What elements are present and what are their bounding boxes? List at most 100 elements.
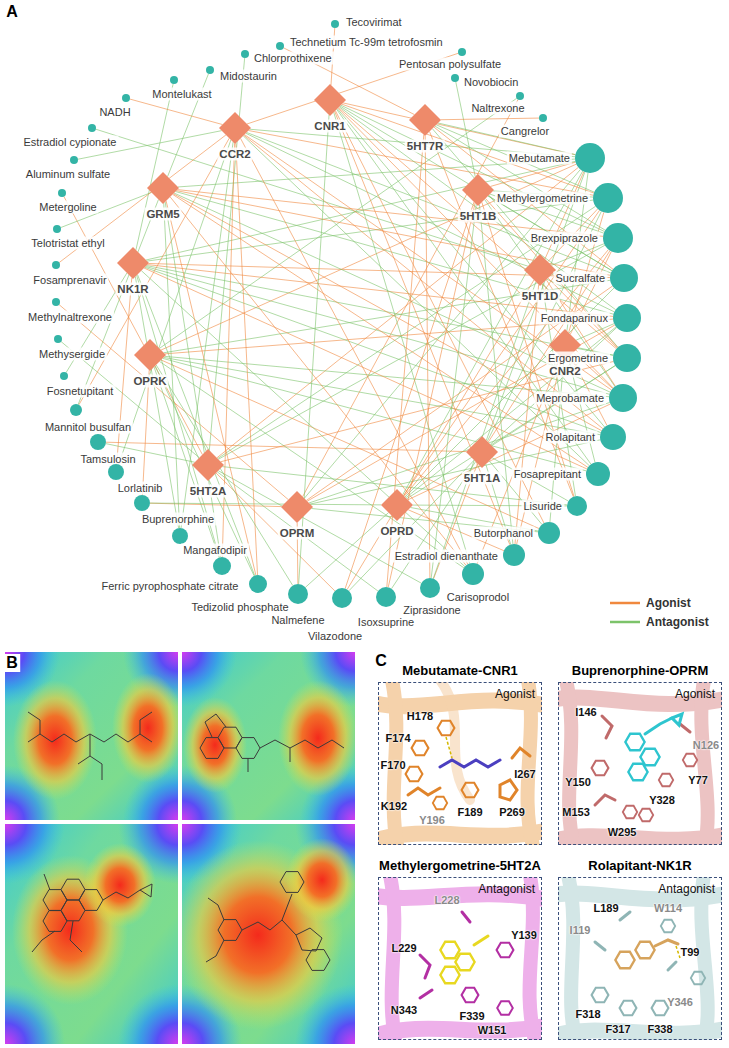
bond bbox=[242, 894, 292, 930]
residue-sticks bbox=[406, 721, 530, 810]
drug-label: Mannitol busulfan bbox=[43, 421, 133, 434]
antagonist-edge bbox=[119, 140, 231, 465]
helix bbox=[378, 701, 542, 707]
residue-label: F338 bbox=[647, 1023, 672, 1036]
residue-chain bbox=[680, 724, 690, 732]
bond bbox=[290, 748, 291, 762]
docking-scene bbox=[558, 682, 722, 845]
antagonist-edge bbox=[479, 205, 512, 544]
receptor-diamond: GRM5 bbox=[147, 172, 179, 204]
circle-shape bbox=[88, 124, 96, 132]
protein-ribbon bbox=[558, 682, 722, 845]
drug-circle: Mebutamate bbox=[575, 143, 605, 173]
agonist-edge bbox=[170, 197, 466, 566]
panel-title: Methylergometrine-5HT2A bbox=[379, 858, 541, 873]
ligand-ring bbox=[672, 714, 682, 725]
drug-circle: Sucralfate bbox=[610, 264, 638, 292]
residue-chain bbox=[620, 912, 630, 920]
circle-shape bbox=[53, 225, 61, 233]
antagonist-edge bbox=[340, 106, 612, 271]
drug-label: Lisuride bbox=[521, 500, 564, 513]
drug-label: Mebutamate bbox=[507, 152, 572, 165]
bond bbox=[90, 734, 102, 780]
ligand-chain bbox=[655, 940, 678, 946]
panel-title: Buprenorphine-OPRM bbox=[572, 663, 709, 678]
drug-circle: Montelukast bbox=[170, 76, 178, 84]
drug-label: Buprenorphine bbox=[140, 513, 216, 526]
receptor-label: GRM5 bbox=[144, 208, 181, 221]
drug-circle: Metergoline bbox=[58, 189, 66, 197]
drug-circle: Tamsulosin bbox=[90, 434, 106, 450]
helix bbox=[378, 1025, 542, 1037]
bond bbox=[70, 921, 82, 952]
antagonist-edge bbox=[432, 129, 618, 348]
circle-fill bbox=[172, 528, 188, 544]
circle-shape bbox=[458, 48, 466, 56]
receptor-diamond: 5HT1D bbox=[524, 254, 556, 286]
circle-fill bbox=[575, 143, 605, 173]
residue-label: L229 bbox=[391, 942, 416, 955]
mode-label: Agonist bbox=[675, 687, 715, 701]
agonist-edge bbox=[248, 131, 593, 196]
circle-fill bbox=[60, 372, 68, 380]
circle-fill bbox=[613, 344, 641, 372]
circle-shape bbox=[58, 189, 66, 197]
receptor-diamond: 5HT1B bbox=[462, 174, 494, 206]
receptor-label: OPRD bbox=[378, 525, 415, 538]
circle-shape bbox=[134, 495, 150, 511]
drug-label: Methylnaltrexone bbox=[26, 311, 114, 324]
diamond-shape bbox=[466, 436, 498, 468]
antagonist-edge bbox=[160, 361, 464, 567]
receptor-label: 5HT1B bbox=[458, 210, 498, 223]
antagonist-edge bbox=[243, 136, 589, 466]
circle-shape bbox=[122, 94, 130, 102]
bond bbox=[78, 756, 90, 764]
antagonist-edge bbox=[341, 105, 605, 231]
ligand-ring bbox=[635, 942, 654, 959]
circle-shape bbox=[108, 464, 124, 480]
receptor-label: 5HT1D bbox=[520, 290, 560, 303]
circle-fill bbox=[376, 587, 396, 607]
drug-label: Butorphanol bbox=[472, 527, 535, 540]
diamond-fill bbox=[314, 84, 346, 116]
residue-ring bbox=[683, 754, 697, 766]
residue-label: W295 bbox=[608, 826, 637, 839]
antagonist-edge bbox=[407, 366, 615, 499]
receptor-diamond: OPRK bbox=[134, 339, 166, 371]
drug-circle: Methylergometrine bbox=[593, 183, 623, 213]
drug-circle: Vilazodone bbox=[332, 588, 352, 608]
circle-shape bbox=[609, 384, 637, 412]
panel-letter: C bbox=[373, 652, 389, 670]
drug-circle: Meprobamate bbox=[609, 384, 637, 412]
drug-label: Fondaparinux bbox=[539, 312, 610, 325]
diamond-fill bbox=[134, 339, 166, 371]
drug-label: Vilazodone bbox=[306, 630, 364, 643]
helix bbox=[558, 1028, 722, 1037]
helix bbox=[558, 834, 722, 842]
protein-ribbon bbox=[378, 682, 542, 845]
agonist-edge bbox=[241, 138, 468, 564]
diamond-fill bbox=[117, 247, 149, 279]
residue-label: L189 bbox=[593, 902, 618, 915]
circle-fill bbox=[58, 189, 66, 197]
circle-fill bbox=[420, 578, 440, 598]
circle-fill bbox=[609, 384, 637, 412]
residue-label: I146 bbox=[575, 706, 596, 719]
ring bbox=[43, 911, 67, 932]
agonist-edge bbox=[335, 111, 510, 544]
residue-label: Y139 bbox=[511, 929, 537, 942]
drug-circle: Lisuride bbox=[567, 496, 587, 516]
drug-label: Tecovirimat bbox=[344, 16, 404, 29]
antagonist-edge bbox=[137, 275, 254, 576]
residue-chain bbox=[408, 788, 440, 795]
residue-ring bbox=[592, 761, 609, 776]
circle-fill bbox=[593, 183, 623, 213]
receptor-label: OPRM bbox=[278, 527, 317, 540]
circle-fill bbox=[108, 464, 124, 480]
ring bbox=[79, 890, 103, 911]
circle-shape bbox=[516, 92, 524, 100]
circle-fill bbox=[122, 94, 130, 102]
residue-label: K192 bbox=[381, 800, 407, 813]
